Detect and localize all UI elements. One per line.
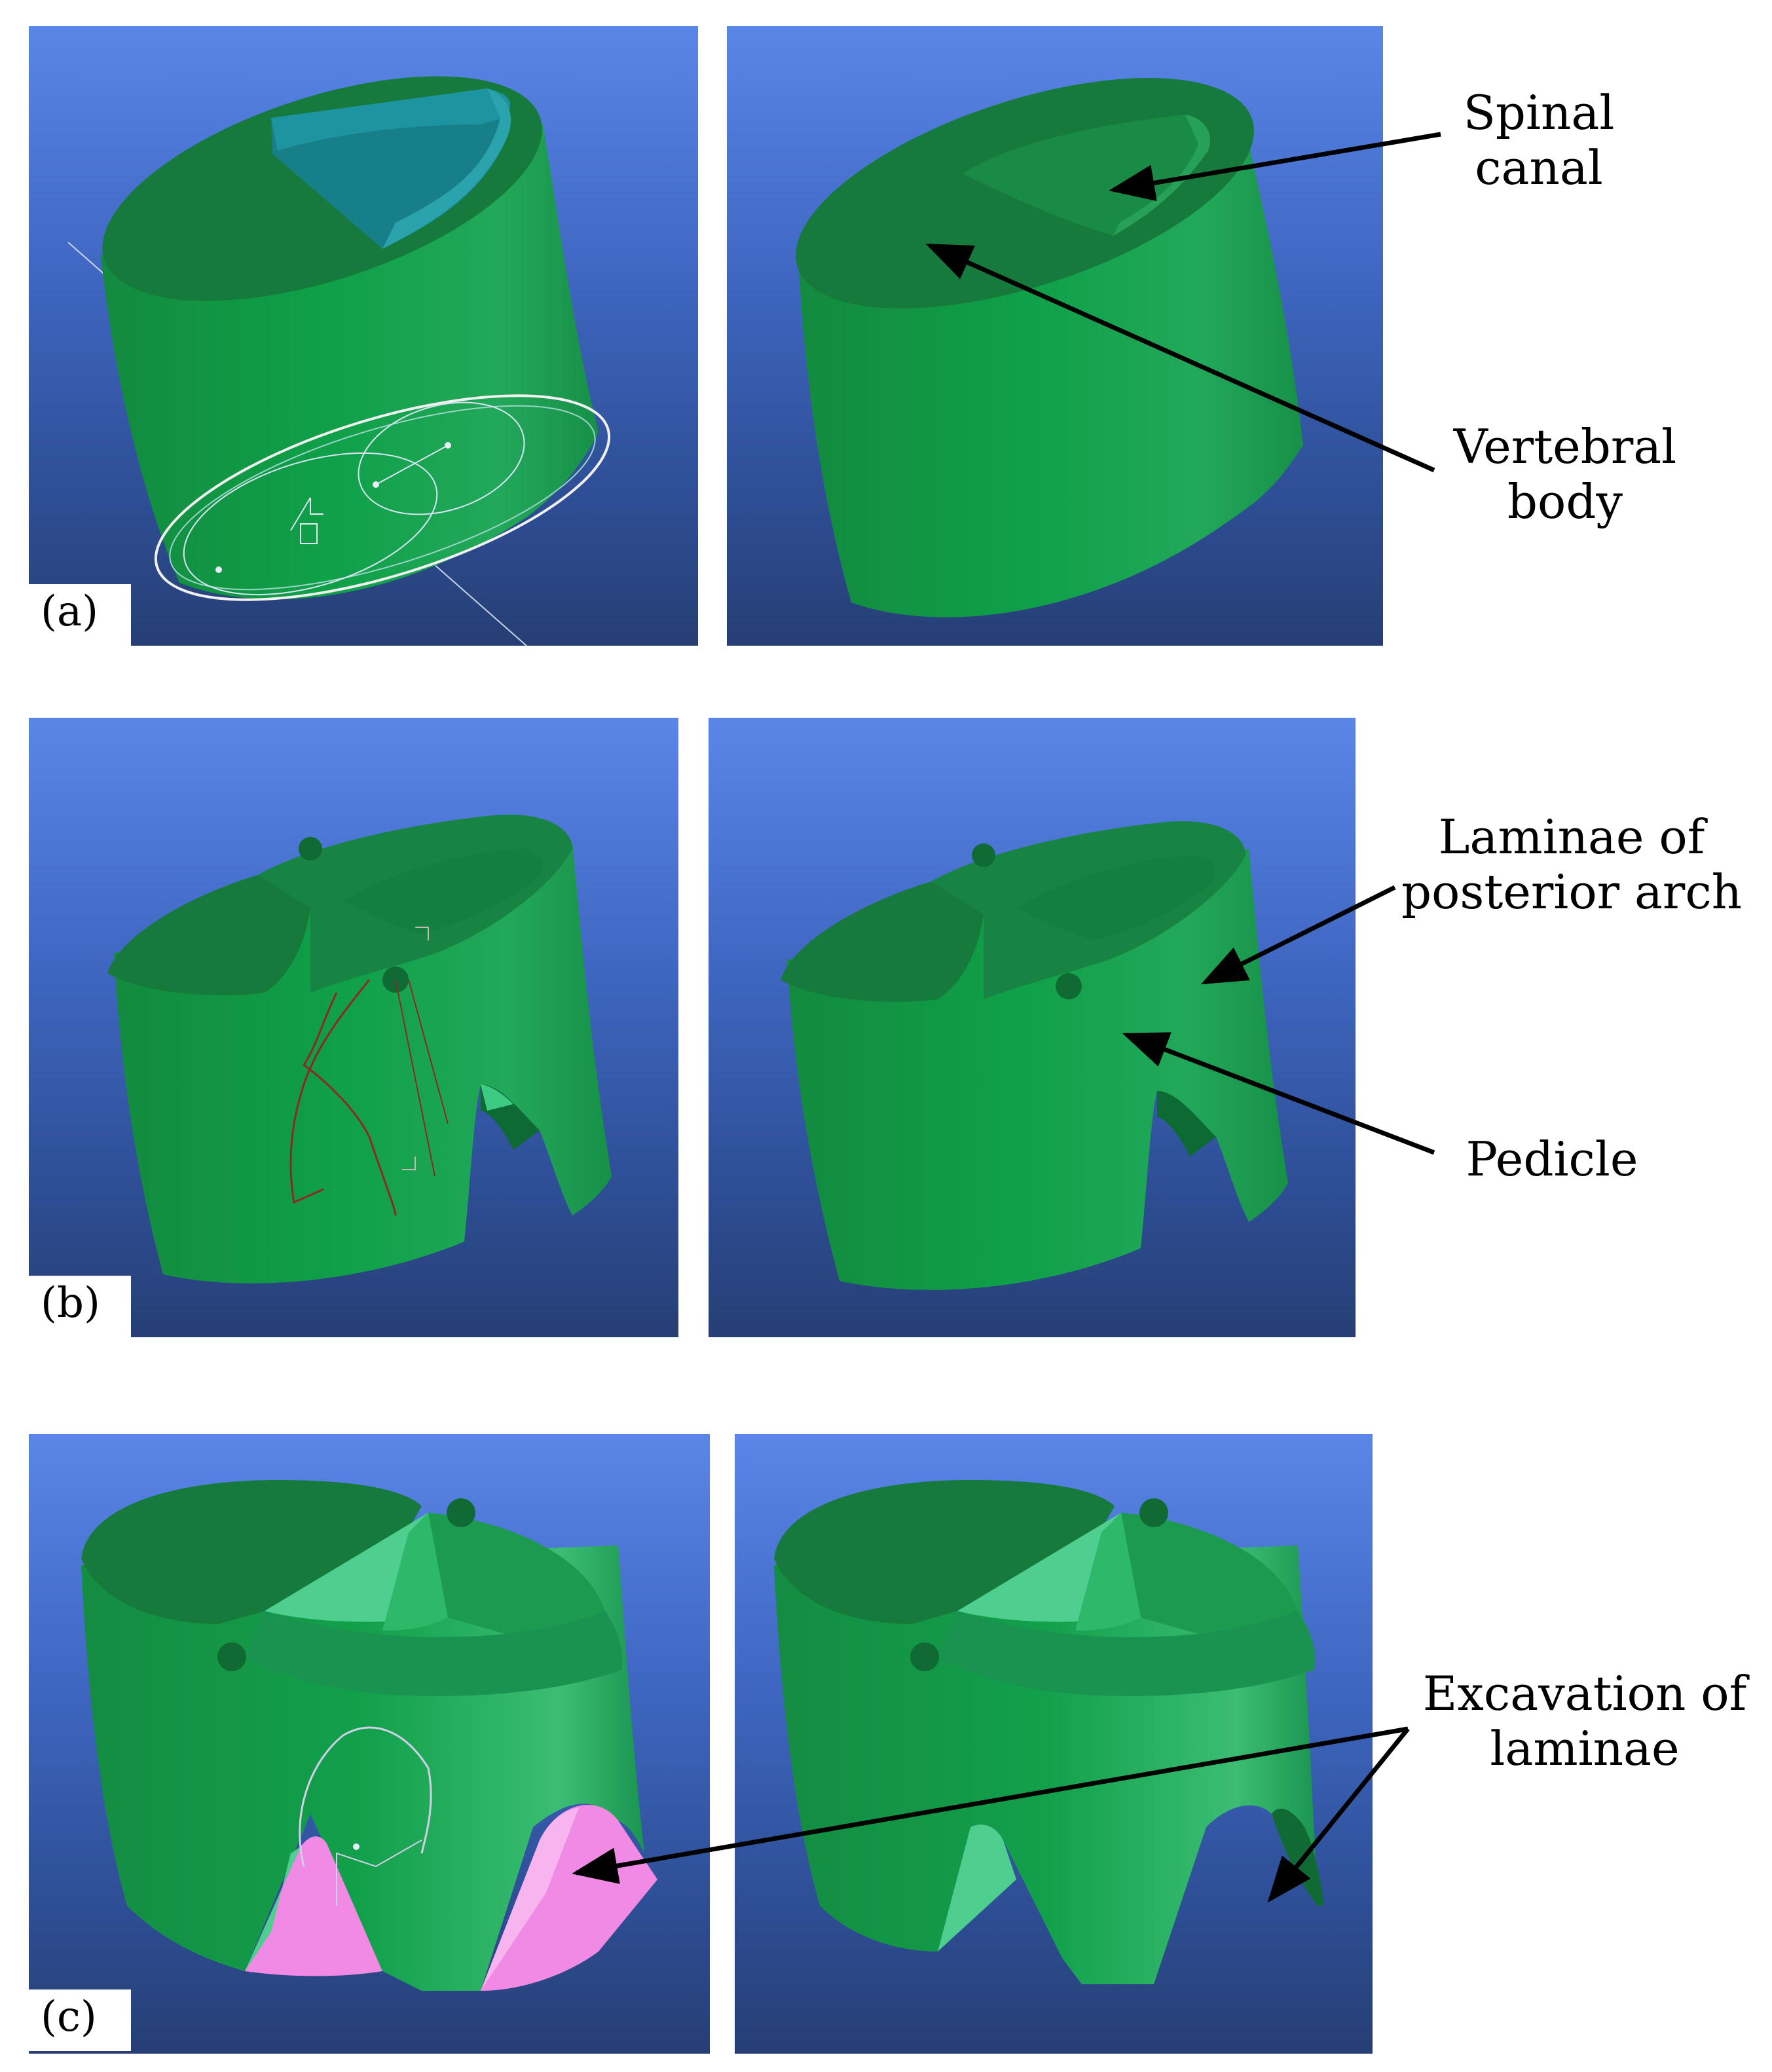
panel-c-left: (c) (29, 1434, 710, 2054)
sketch-inner-ellipse (183, 452, 438, 596)
label-spinal-canal: Spinal canal (1463, 85, 1615, 195)
vertebral-body-top (81, 1480, 422, 1624)
excavation-left (245, 1836, 382, 1976)
cylinder-with-sketch-illustration (67, 76, 611, 646)
excavation-sketch-curve (299, 1726, 432, 1867)
panel-c-right (735, 1434, 1373, 2054)
panel-a-left: (a) (29, 26, 698, 646)
label-vertebral-body: Vertebral body (1453, 419, 1677, 529)
lamina-excavation-sketch-illustration (81, 1480, 657, 1991)
spinal-canal-recess (938, 1611, 1316, 1696)
pedicle-sketch-illustration (107, 815, 612, 1284)
label-pedicle: Pedicle (1466, 1132, 1638, 1187)
sketch-outer-ellipse (154, 394, 611, 601)
spinal-canal-recess (245, 1611, 623, 1696)
vertebral-body-top (107, 875, 310, 995)
laminae-pedicle-illustration (781, 821, 1288, 1290)
panel-a-right (727, 26, 1383, 646)
excavation-right-face (1272, 1808, 1324, 1906)
vertebral-body-top (774, 1480, 1115, 1624)
panel-label-c: (c) (29, 1989, 131, 2051)
pedicle-sketch-curve (302, 992, 397, 1216)
sketch-canal-ellipse (358, 401, 525, 515)
panel-label-a: (a) (29, 584, 131, 646)
panel-b-right (709, 718, 1356, 1337)
label-laminae-posterior-arch: Laminae of posterior arch (1401, 809, 1743, 919)
vertebral-body-illustration (796, 78, 1303, 618)
panel-b-left: (b) (29, 718, 678, 1337)
panel-label-b: (b) (29, 1276, 131, 1337)
vertebral-body-top (781, 881, 984, 1002)
label-excavation-laminae: Excavation of laminae (1422, 1666, 1747, 1776)
spinal-canal-recess (1016, 855, 1215, 940)
excavated-laminae-illustration (774, 1480, 1324, 1984)
spinal-canal-recess (343, 849, 542, 934)
